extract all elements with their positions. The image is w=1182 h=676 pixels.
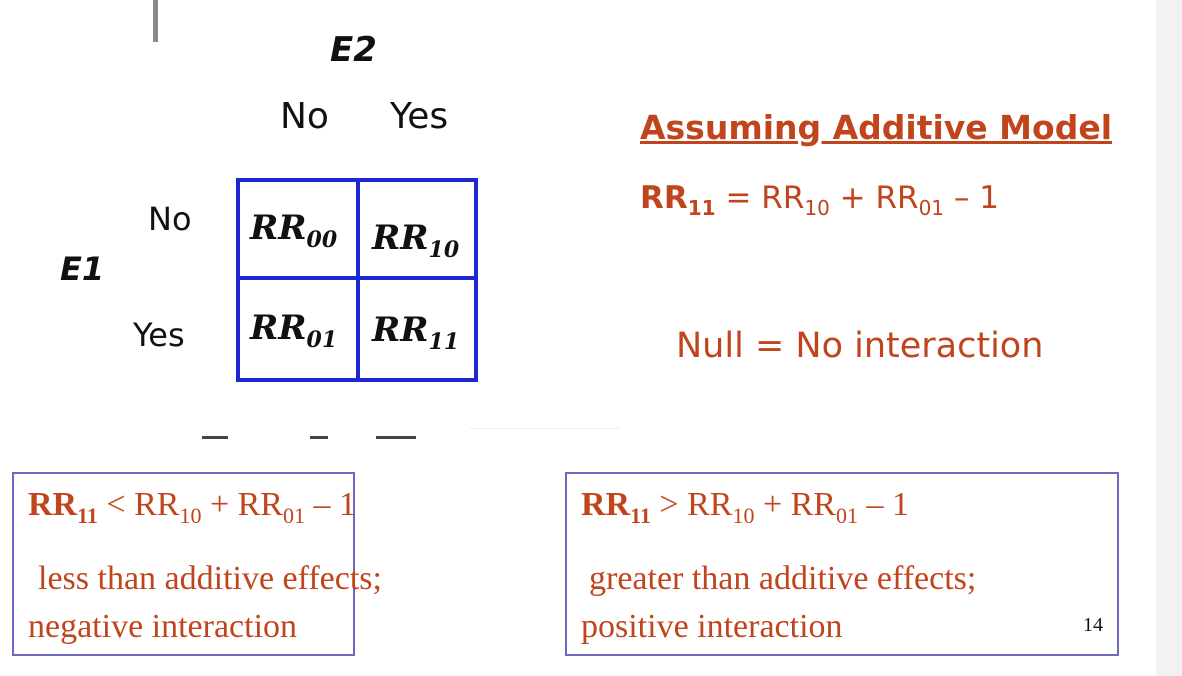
model-heading: Assuming Additive Model bbox=[640, 108, 1113, 147]
right-edge-strip bbox=[1156, 0, 1182, 676]
clipped-text-fragment bbox=[200, 436, 430, 446]
row-no-label: No bbox=[148, 200, 192, 238]
negative-interaction-label: negative interaction bbox=[28, 608, 298, 645]
greater-than-description: greater than additive effects; bbox=[589, 560, 977, 597]
cell-rr01: RR01 bbox=[250, 308, 338, 353]
grid-vertical-divider bbox=[356, 178, 360, 382]
less-than-formula: RR11 < RR10 + RR01 – 1 bbox=[28, 486, 356, 528]
positive-interaction-label: positive interaction bbox=[581, 608, 843, 645]
null-hypothesis-text: Null = No interaction bbox=[676, 326, 1044, 366]
column-factor-label: E2 bbox=[330, 30, 377, 70]
positive-interaction-box: RR11 > RR10 + RR01 – 1 greater than addi… bbox=[565, 472, 1119, 656]
negative-interaction-box: RR11 < RR10 + RR01 – 1 less than additiv… bbox=[12, 472, 382, 656]
cell-rr10: RR10 bbox=[372, 218, 460, 263]
faint-divider bbox=[470, 428, 620, 429]
row-factor-label: E1 bbox=[60, 250, 105, 288]
grid-horizontal-divider bbox=[236, 276, 478, 280]
cell-rr00: RR00 bbox=[250, 208, 338, 253]
cell-rr11: RR11 bbox=[372, 310, 460, 355]
vertical-divider-bar bbox=[153, 0, 158, 42]
page-number: 14 bbox=[1083, 614, 1103, 636]
less-than-description: less than additive effects; bbox=[38, 560, 382, 597]
greater-than-formula: RR11 > RR10 + RR01 – 1 bbox=[581, 486, 909, 528]
additive-equation: RR11 = RR10 + RR01 – 1 bbox=[640, 180, 999, 220]
column-no-label: No bbox=[280, 96, 329, 137]
column-yes-label: Yes bbox=[390, 96, 449, 137]
row-yes-label: Yes bbox=[133, 316, 185, 354]
